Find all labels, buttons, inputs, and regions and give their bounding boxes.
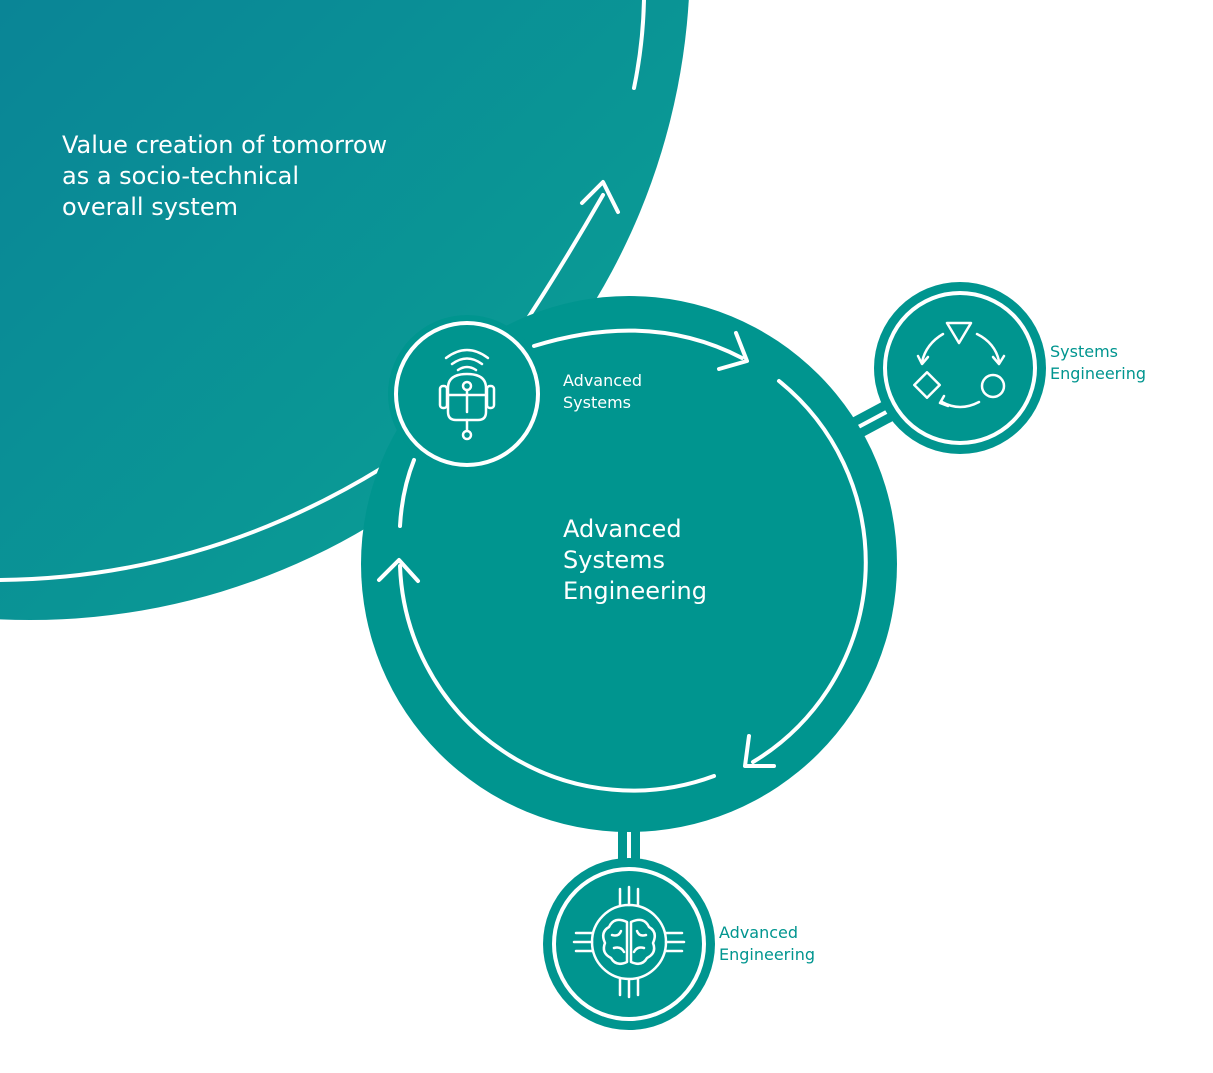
- value-creation-label: Value creation of tomorrow as a socio-te…: [62, 130, 387, 223]
- systems-engineering-label: Systems Engineering: [1050, 341, 1146, 385]
- inner-arc-right: [751, 379, 868, 764]
- advanced-engineering-label: Advanced Engineering: [719, 922, 815, 966]
- inner-arc-bottom: [398, 564, 716, 793]
- advanced-systems-label: Advanced Systems: [563, 370, 642, 414]
- node-systems-engineering: [874, 282, 1046, 454]
- outer-arc-top: [632, 0, 646, 90]
- center-label: Advanced Systems Engineering: [563, 514, 707, 607]
- robot-icon: [438, 348, 496, 441]
- center-label-line-1: Advanced: [563, 515, 682, 543]
- node-systems-engineering-fill: [874, 282, 1046, 454]
- inner-arc-left: [398, 458, 416, 528]
- advanced-systems-label-line-1: Advanced: [563, 371, 643, 390]
- node-advanced-systems: [388, 315, 546, 473]
- systems-engineering-label-line-2: Engineering: [1050, 364, 1146, 383]
- advanced-engineering-label-line-2: Engineering: [719, 945, 815, 964]
- node-advanced-engineering-ring: [552, 867, 706, 1021]
- brain-chip-icon: [572, 885, 686, 999]
- node-advanced-engineering-fill: [543, 858, 715, 1030]
- outer-arc-arrowhead: [580, 180, 620, 214]
- inner-arc-bottom-arrowhead: [377, 558, 420, 583]
- center-label-line-3: Engineering: [563, 577, 707, 605]
- inner-arc-top-arrowhead: [717, 331, 749, 371]
- advanced-systems-label-line-2: Systems: [563, 393, 631, 412]
- inner-arc-top: [532, 328, 744, 360]
- value-creation-label-line-1: Value creation of tomorrow: [62, 131, 388, 159]
- value-creation-circle-fill: [0, 0, 689, 620]
- systems-engineering-label-line-1: Systems: [1050, 342, 1118, 361]
- inner-arc-right-arrowhead: [743, 734, 776, 768]
- node-advanced-systems-ring: [394, 321, 540, 467]
- value-creation-label-line-2: as a socio-technical: [62, 162, 300, 190]
- outer-arc-lower: [0, 446, 415, 582]
- center-label-line-2: Systems: [563, 546, 665, 574]
- node-systems-engineering-ring: [883, 291, 1037, 445]
- node-advanced-engineering: [543, 858, 715, 1030]
- advanced-engineering-label-line-1: Advanced: [719, 923, 799, 942]
- cycle-shapes-icon: [913, 321, 1006, 409]
- value-creation-label-line-3: overall system: [62, 193, 238, 221]
